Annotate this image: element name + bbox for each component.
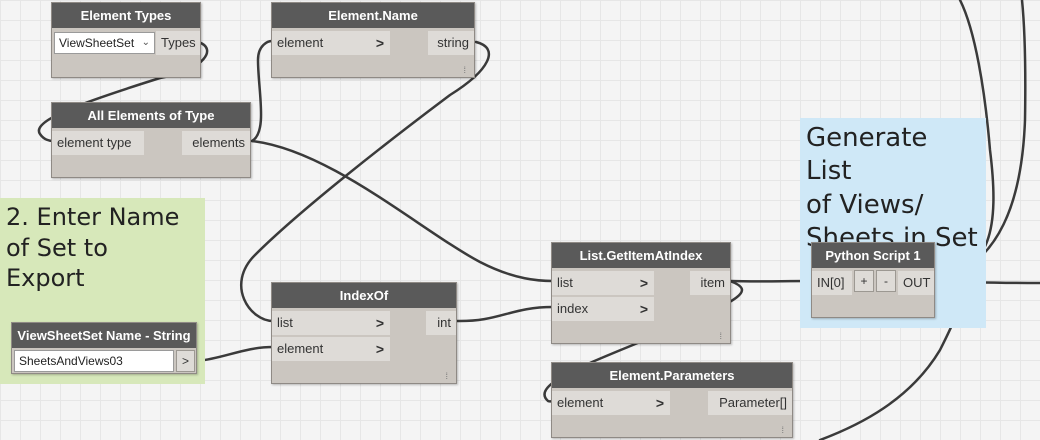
node-indexof[interactable]: IndexOf list > element > int ⁞ bbox=[271, 282, 706, 384]
indexof-output-port[interactable]: int bbox=[426, 311, 456, 335]
wire-string-to-indexof-list bbox=[240, 40, 490, 323]
all-elements-output-port[interactable]: elements bbox=[182, 131, 250, 155]
resize-grip-icon[interactable]: ⁞ bbox=[781, 425, 784, 435]
indexof-element-label: element bbox=[277, 341, 324, 356]
chevron-right-icon: > bbox=[655, 395, 664, 411]
python-input-port[interactable]: IN[0] bbox=[812, 271, 852, 295]
parameters-output-port[interactable]: Parameter[] bbox=[708, 391, 792, 415]
element-types-dropdown[interactable]: ViewSheetSet ⌄ bbox=[54, 32, 155, 54]
node-viewsheetset-name-string[interactable]: ViewSheetSet Name - String SheetsAndView… bbox=[11, 322, 197, 374]
python-output-port[interactable]: OUT bbox=[898, 271, 934, 295]
indexof-list-label: list bbox=[277, 315, 293, 330]
chevron-right-icon: > bbox=[639, 301, 648, 317]
resize-grip-icon[interactable]: ⁞ bbox=[719, 331, 722, 341]
chevron-right-icon: > bbox=[375, 341, 384, 357]
getitem-index-label: index bbox=[557, 301, 589, 316]
node-element-name[interactable]: Element.Name element > string ⁞ bbox=[271, 2, 475, 78]
node-element-parameters[interactable]: Element.Parameters element > Parameter[]… bbox=[551, 362, 793, 438]
viewsheetset-name-output-port[interactable]: > bbox=[176, 350, 195, 372]
node-all-elements-of-type[interactable]: All Elements of Type element type elemen… bbox=[51, 102, 251, 178]
node-viewsheetset-name-title: ViewSheetSet Name - String bbox=[12, 323, 196, 348]
group-generate-list[interactable]: Generate List of Views/ Sheets in Set bbox=[800, 118, 986, 328]
node-python-script-title: Python Script 1 bbox=[812, 243, 934, 268]
chevron-right-icon: > bbox=[375, 35, 384, 51]
chevron-right-icon: > bbox=[639, 275, 648, 291]
parameters-input-label: element bbox=[557, 395, 604, 410]
chevron-down-icon: ⌄ bbox=[141, 37, 150, 48]
element-name-input-port[interactable]: element > bbox=[272, 31, 390, 55]
node-all-elements-of-type-title: All Elements of Type bbox=[52, 103, 250, 128]
all-elements-input-port[interactable]: element type bbox=[52, 131, 144, 155]
element-name-input-label: element bbox=[277, 35, 324, 50]
group-generate-list-title: Generate List of Views/ Sheets in Set bbox=[806, 123, 978, 253]
getitem-output-port[interactable]: item bbox=[690, 271, 730, 295]
group-enter-name-title: 2. Enter Name of Set to Export bbox=[6, 203, 180, 293]
chevron-right-icon: > bbox=[375, 315, 384, 331]
node-python-script[interactable]: Python Script 1 IN[0] + - OUT bbox=[811, 242, 935, 318]
getitem-list-input-port[interactable]: list > bbox=[552, 271, 654, 295]
node-element-types[interactable]: Element Types ViewSheetSet ⌄ Types bbox=[51, 2, 201, 78]
wire-elements-to-element-name bbox=[250, 39, 274, 143]
indexof-list-input-port[interactable]: list > bbox=[272, 311, 390, 335]
resize-grip-icon[interactable]: ⁞ bbox=[445, 371, 448, 381]
resize-grip-icon[interactable]: ⁞ bbox=[463, 65, 466, 75]
remove-input-button[interactable]: - bbox=[876, 270, 896, 292]
wire-elements-to-getitem-list bbox=[250, 139, 555, 283]
wire-int-to-getitem-index bbox=[454, 305, 555, 323]
element-name-output-port[interactable]: string bbox=[428, 31, 474, 55]
node-list-getitematindex-title: List.GetItemAtIndex bbox=[552, 243, 730, 268]
parameters-input-port[interactable]: element > bbox=[552, 391, 670, 415]
add-input-button[interactable]: + bbox=[854, 270, 874, 292]
sheet-set-name-input[interactable]: SheetsAndViews03 bbox=[14, 350, 174, 372]
wire-item-to-parameters bbox=[543, 279, 744, 403]
element-types-dropdown-value: ViewSheetSet bbox=[59, 36, 135, 50]
node-list-getitematindex[interactable]: List.GetItemAtIndex list > index > item … bbox=[551, 242, 731, 344]
node-indexof-title: IndexOf bbox=[272, 283, 456, 308]
getitem-index-input-port[interactable]: index > bbox=[552, 297, 654, 321]
indexof-element-input-port[interactable]: element > bbox=[272, 337, 390, 361]
getitem-list-label: list bbox=[557, 275, 573, 290]
node-element-types-title: Element Types bbox=[52, 3, 200, 28]
wire-sheetsname-to-indexof-element bbox=[196, 345, 275, 363]
node-element-name-title: Element.Name bbox=[272, 3, 474, 28]
element-types-output-port[interactable]: Types bbox=[156, 31, 200, 55]
node-element-parameters-title: Element.Parameters bbox=[552, 363, 792, 388]
